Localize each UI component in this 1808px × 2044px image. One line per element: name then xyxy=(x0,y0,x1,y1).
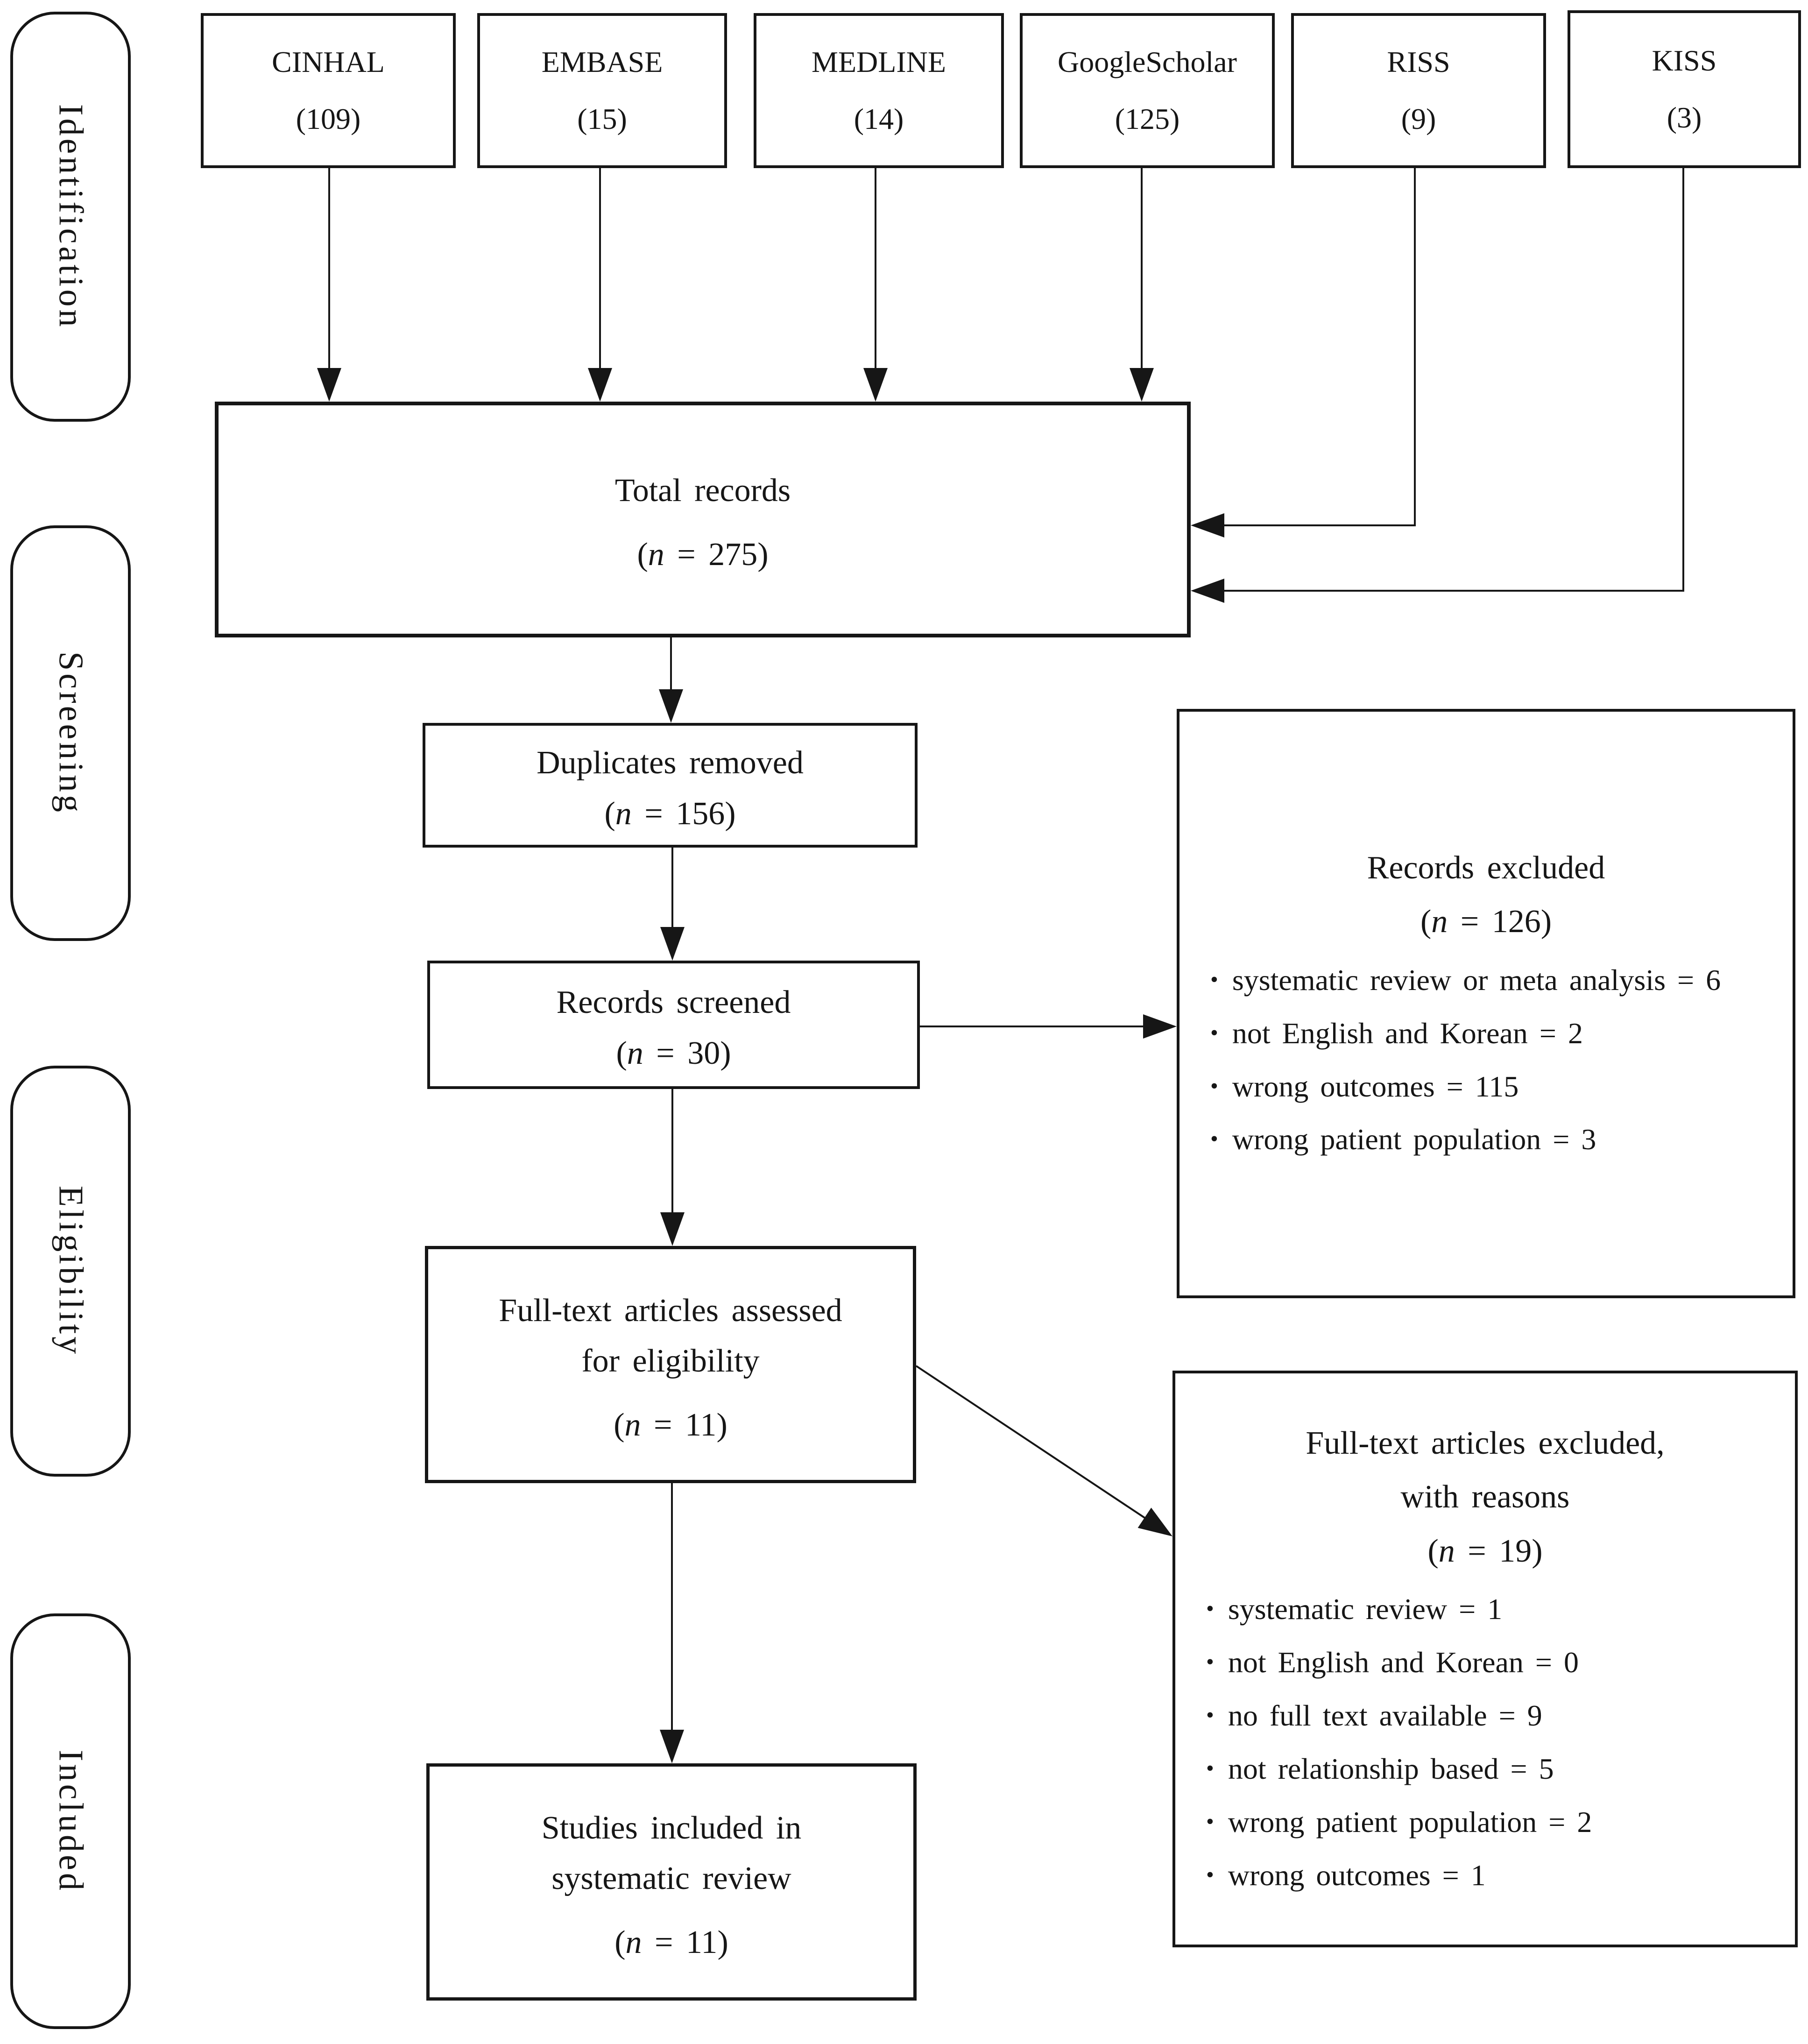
stage-pill-included: Included xyxy=(10,1613,131,2029)
bullet-icon: • xyxy=(1206,1755,1214,1781)
bullet-icon: • xyxy=(1210,967,1218,992)
source-name: CINHAL xyxy=(272,45,385,78)
node-records-screened: Records screened (n = 30) xyxy=(427,961,920,1089)
node-title-line1: Studies included in xyxy=(541,1810,802,1846)
node-title: Duplicates removed xyxy=(537,745,804,781)
flow-line-fulltext-studies xyxy=(671,1483,673,1732)
source-count: (9) xyxy=(1401,102,1436,135)
arrowhead-down-googlescholar xyxy=(1130,368,1154,402)
source-box-cinhal: CINHAL (109) xyxy=(201,13,456,168)
node-title: Records excluded xyxy=(1367,849,1605,886)
flow-line-total-duplicates xyxy=(670,637,672,693)
n-count-line: (n = 11) xyxy=(614,1407,727,1443)
reason-item: •systematic review or meta analysis = 6 xyxy=(1210,954,1721,1007)
flow-line-embase xyxy=(599,168,601,371)
n-count-line: (n = 11) xyxy=(614,1924,728,1960)
node-title: Records screened xyxy=(556,984,791,1021)
exclusion-reason-list: •systematic review or meta analysis = 6 … xyxy=(1179,954,1735,1167)
arrowhead-left-kiss xyxy=(1191,579,1224,603)
bullet-icon: • xyxy=(1210,1073,1218,1098)
bullet-icon: • xyxy=(1206,1702,1214,1727)
flow-line-duplicates-screened xyxy=(671,848,673,929)
flow-line-medline xyxy=(875,168,876,371)
source-count: (15) xyxy=(577,102,627,135)
stage-pill-eligibility: Eligibility xyxy=(10,1066,131,1477)
source-count: (109) xyxy=(296,102,361,135)
flow-line-kiss-horizontal xyxy=(1223,590,1684,592)
arrowhead-down-medline xyxy=(863,368,888,402)
source-box-embase: EMBASE (15) xyxy=(477,13,727,168)
node-total-records: Total records (n = 275) xyxy=(215,402,1191,637)
arrowhead-down-embase xyxy=(588,368,612,402)
source-count: (14) xyxy=(854,102,904,135)
flow-line-googlescholar xyxy=(1141,168,1143,371)
node-title-line1: Full-text articles excluded, xyxy=(1306,1425,1665,1461)
source-name: MEDLINE xyxy=(812,45,946,78)
flow-line-riss-vertical xyxy=(1414,168,1416,526)
arrowhead-down-screened xyxy=(660,927,685,961)
arrowhead-down-cinhal xyxy=(317,368,341,402)
stage-pill-identification: Identification xyxy=(10,12,131,422)
node-title-line2: with reasons xyxy=(1400,1479,1570,1515)
stage-label: Eligibility xyxy=(51,1185,90,1357)
source-box-riss: RISS (9) xyxy=(1291,13,1546,168)
node-studies-included: Studies included in systematic review (n… xyxy=(426,1763,917,2001)
bullet-icon: • xyxy=(1210,1020,1218,1045)
source-count: (125) xyxy=(1115,102,1180,135)
arrowhead-right-excluded xyxy=(1143,1014,1177,1039)
flow-line-cinhal xyxy=(328,168,330,371)
stage-label: Included xyxy=(51,1749,90,1893)
bullet-icon: • xyxy=(1206,1862,1214,1887)
source-name: EMBASE xyxy=(541,45,663,78)
flow-line-screened-fulltext xyxy=(671,1089,673,1214)
arrowhead-down-studies xyxy=(660,1730,684,1763)
flow-line-screened-excluded xyxy=(920,1026,1145,1027)
node-title-line2: for eligibility xyxy=(581,1343,760,1379)
flow-line-kiss-vertical xyxy=(1682,168,1684,592)
source-name: GoogleScholar xyxy=(1058,45,1237,78)
arrowhead-down-duplicates xyxy=(659,689,683,723)
reason-item: •wrong outcomes = 115 xyxy=(1210,1060,1721,1113)
source-box-kiss: KISS (3) xyxy=(1568,10,1801,168)
source-name: KISS xyxy=(1652,44,1717,77)
reason-item: •wrong patient population = 3 xyxy=(1210,1113,1721,1166)
node-title-line2: systematic review xyxy=(551,1860,791,1896)
source-count: (3) xyxy=(1667,101,1702,134)
reason-item: •wrong outcomes = 1 xyxy=(1206,1849,1592,1902)
node-records-excluded: Records excluded (n = 126) •systematic r… xyxy=(1177,709,1795,1298)
source-box-medline: MEDLINE (14) xyxy=(754,13,1004,168)
reason-item: •no full text available = 9 xyxy=(1206,1689,1592,1742)
node-title-line1: Full-text articles assessed xyxy=(499,1292,842,1329)
reason-item: •systematic review = 1 xyxy=(1206,1583,1592,1636)
bullet-icon: • xyxy=(1206,1809,1214,1834)
stage-label: Screening xyxy=(51,651,90,815)
reason-item: •not English and Korean = 2 xyxy=(1210,1007,1721,1060)
stage-pill-screening: Screening xyxy=(10,525,131,941)
node-duplicates-removed: Duplicates removed (n = 156) xyxy=(423,723,918,848)
n-count-line: (n = 19) xyxy=(1427,1533,1543,1569)
n-count-line: (n = 275) xyxy=(637,536,769,573)
node-fulltext-assessed: Full-text articles assessed for eligibil… xyxy=(425,1246,916,1483)
flow-line-fulltext-excluded-diagonal xyxy=(915,1365,1150,1521)
node-fulltext-excluded: Full-text articles excluded, with reason… xyxy=(1172,1371,1798,1947)
arrowhead-left-riss xyxy=(1191,513,1224,538)
arrowhead-down-fulltext xyxy=(660,1212,685,1246)
bullet-icon: • xyxy=(1210,1126,1218,1152)
source-name: RISS xyxy=(1387,45,1450,78)
node-title: Total records xyxy=(614,473,791,509)
stage-label: Identification xyxy=(51,104,90,330)
reason-item: •not relationship based = 5 xyxy=(1206,1742,1592,1796)
flow-line-riss-horizontal xyxy=(1223,524,1416,526)
n-count-line: (n = 156) xyxy=(604,795,736,832)
n-count-line: (n = 30) xyxy=(616,1035,731,1071)
bullet-icon: • xyxy=(1206,1649,1214,1674)
exclusion-reason-list: •systematic review = 1 •not English and … xyxy=(1175,1583,1606,1902)
bullet-icon: • xyxy=(1206,1596,1214,1621)
source-box-googlescholar: GoogleScholar (125) xyxy=(1020,13,1275,168)
n-count-line: (n = 126) xyxy=(1420,904,1552,940)
reason-item: •not English and Korean = 0 xyxy=(1206,1636,1592,1689)
reason-item: •wrong patient population = 2 xyxy=(1206,1796,1592,1849)
